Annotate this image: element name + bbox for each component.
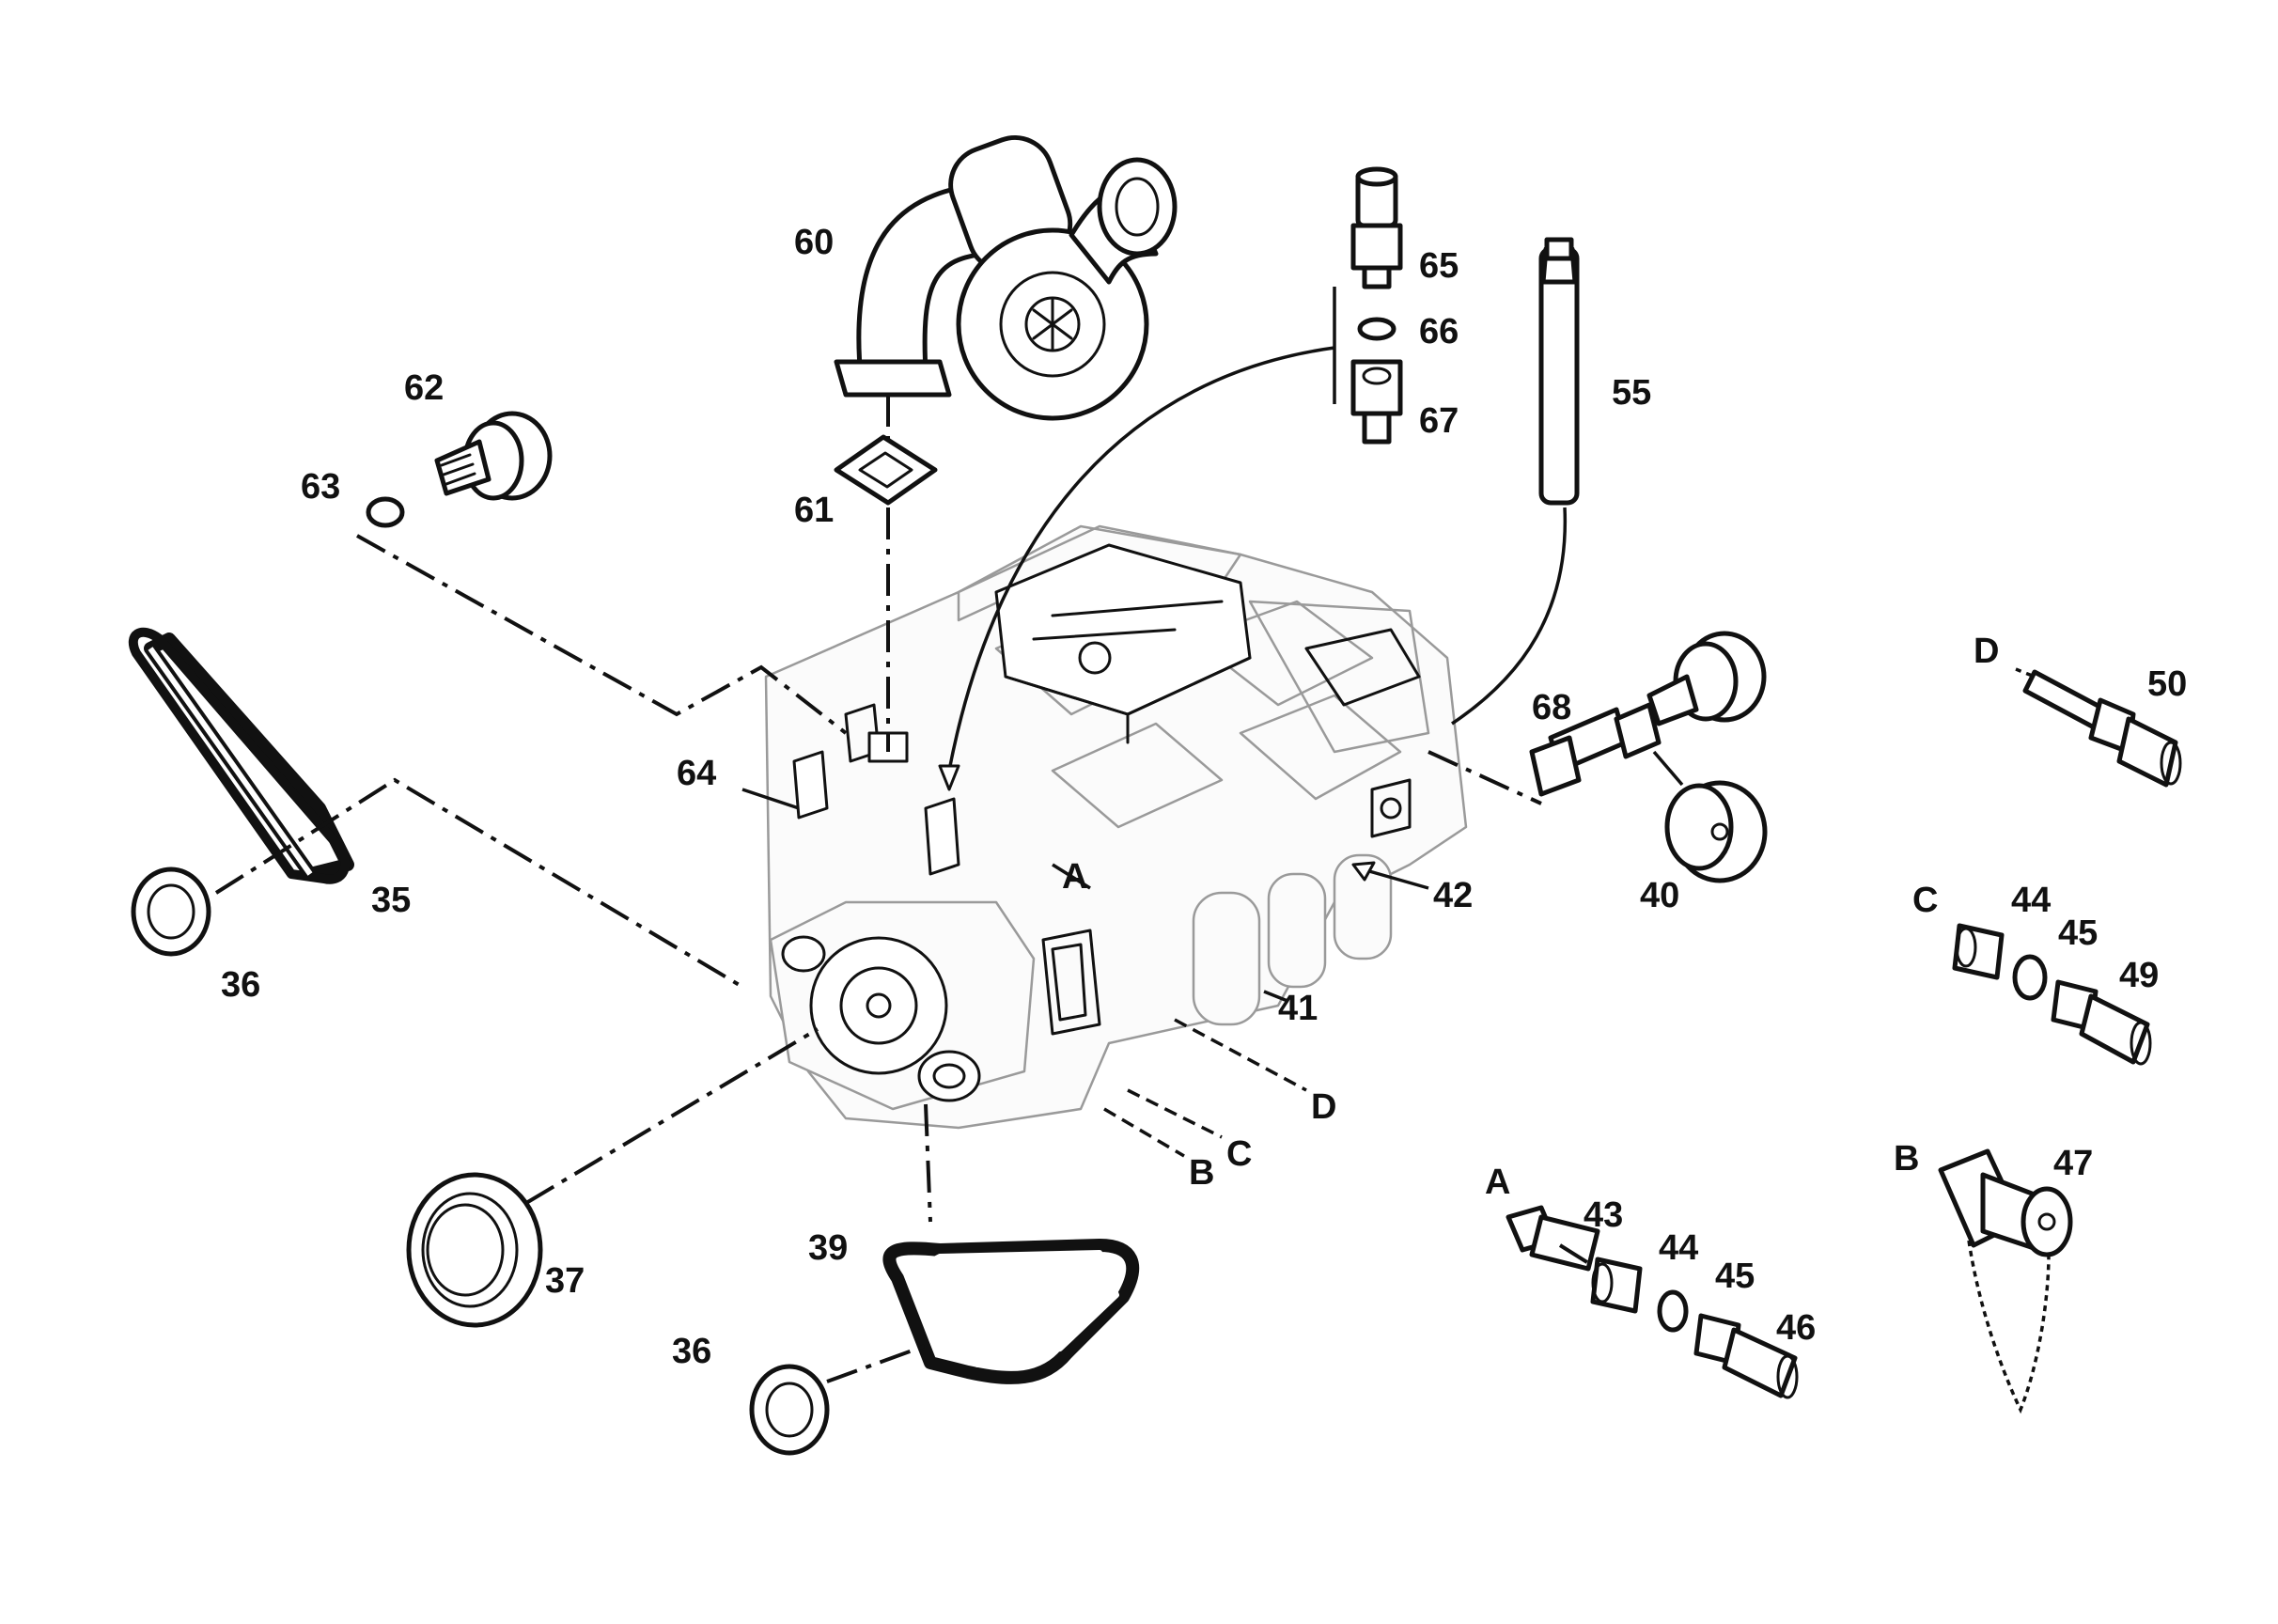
leader-64	[741, 788, 800, 810]
label-45-C: 45	[2058, 914, 2098, 953]
pressure-switch-icon	[1350, 166, 1403, 289]
label-55: 55	[1612, 373, 1651, 413]
sealing-washer-icon	[2012, 954, 2048, 1001]
drive-belt-icon	[882, 1239, 1140, 1384]
leader-42	[1362, 867, 1429, 890]
leader-41	[1263, 990, 1288, 1003]
adapter-fitting-icon	[2022, 669, 2182, 788]
label-41: 41	[1278, 989, 1318, 1028]
leader-D-engine	[1174, 1018, 1307, 1092]
pressure-sensor-icon	[1664, 780, 1768, 883]
adapter-fitting-icon	[1590, 1257, 1643, 1314]
label-35: 35	[371, 881, 411, 920]
adapter-fitting-icon	[1350, 359, 1403, 445]
label-ref-D-part: D	[1974, 632, 1999, 671]
pressure-sensor-icon	[1646, 631, 1767, 726]
label-ref-D-engine: D	[1311, 1087, 1336, 1127]
adapter-fitting-icon	[2051, 979, 2152, 1066]
oil-tube-icon	[1538, 237, 1580, 506]
label-37: 37	[545, 1261, 585, 1301]
turbocharger-icon	[834, 134, 1178, 421]
leader-D-part50	[2015, 667, 2036, 679]
label-44-A: 44	[1659, 1228, 1698, 1268]
label-68: 68	[1532, 688, 1571, 727]
label-ref-C-engine: C	[1226, 1134, 1252, 1174]
label-ref-C-part: C	[1912, 881, 1938, 920]
label-47: 47	[2053, 1144, 2093, 1183]
label-50: 50	[2147, 664, 2187, 704]
tee-fitting-icon	[1529, 702, 1662, 797]
label-ref-B-part: B	[1894, 1139, 1919, 1179]
quick-coupling-icon	[1938, 1148, 2073, 1414]
sensor62-dash-leader	[356, 534, 848, 735]
adapter-fitting-icon	[1506, 1205, 1600, 1272]
sealing-washer-icon	[1657, 1289, 1689, 1333]
label-45-A: 45	[1715, 1257, 1755, 1296]
label-43: 43	[1584, 1195, 1623, 1235]
tee68-dash-leader	[1428, 750, 1542, 805]
switch-bracket-leader	[947, 287, 1336, 772]
seal36b-dash-leader	[826, 1342, 931, 1383]
label-36-top: 36	[221, 965, 260, 1005]
label-ref-A-engine: A	[1062, 857, 1087, 897]
label-63: 63	[301, 467, 340, 507]
label-44-C: 44	[2011, 881, 2051, 920]
leader-C-engine	[1127, 1088, 1223, 1139]
label-ref-A-part: A	[1485, 1163, 1510, 1202]
drive-belt-icon	[128, 627, 354, 884]
belt35-dash-leader	[214, 777, 744, 989]
label-66: 66	[1419, 312, 1459, 351]
label-42: 42	[1433, 876, 1473, 915]
leader-B-engine	[1103, 1107, 1185, 1158]
label-60: 60	[794, 223, 834, 262]
label-62: 62	[404, 368, 444, 408]
oil-seal-icon	[131, 867, 211, 957]
part-labels: 60 61 62 63 64 65 66 67 55 68 40 42 41 3…	[221, 223, 2187, 1371]
label-64: 64	[677, 754, 716, 793]
oil-seal-icon	[406, 1172, 543, 1328]
oil-seal-icon	[749, 1364, 830, 1456]
label-49: 49	[2119, 956, 2159, 995]
leader-A-engine	[1052, 863, 1091, 890]
groupA-dash-leader	[1558, 1243, 1599, 1271]
belt39-dash-leader	[924, 1103, 932, 1223]
adapter-fitting-icon	[1693, 1313, 1799, 1399]
sealing-washer-icon	[1357, 317, 1396, 341]
pressure-sensor-icon	[434, 411, 553, 501]
tube55-leader	[1451, 507, 1568, 726]
seal37-dash-leader	[524, 1027, 819, 1205]
adapter-fitting-icon	[1952, 923, 2005, 980]
sealing-washer-icon	[366, 496, 405, 528]
label-65: 65	[1419, 246, 1459, 286]
label-ref-B-engine: B	[1189, 1153, 1214, 1193]
label-46: 46	[1776, 1308, 1816, 1348]
sensor40-leader	[1652, 750, 1684, 787]
label-39: 39	[808, 1228, 848, 1268]
engine-block-icon	[764, 524, 1468, 1130]
label-40: 40	[1640, 876, 1679, 915]
gasket-icon	[834, 434, 938, 506]
label-67: 67	[1419, 401, 1459, 441]
label-36-bottom: 36	[672, 1332, 711, 1371]
label-61: 61	[794, 491, 834, 530]
